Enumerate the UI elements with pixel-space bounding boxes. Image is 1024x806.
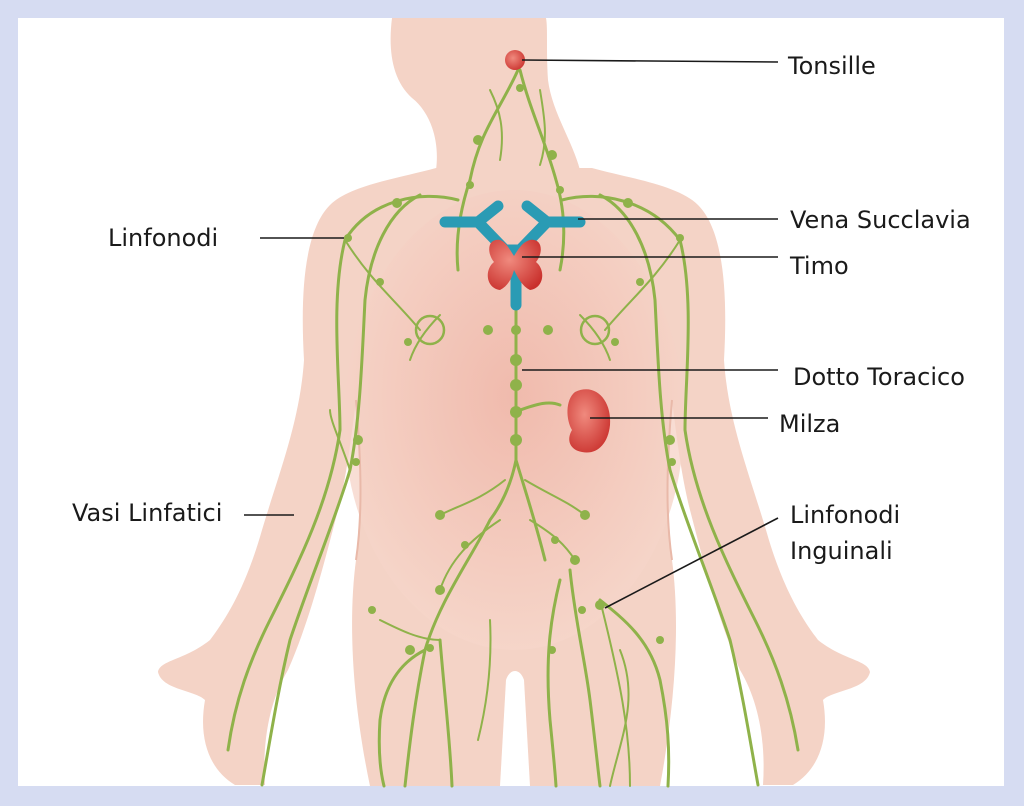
label-timo: Timo xyxy=(789,252,849,280)
label-vena-succlavia: Vena Succlavia xyxy=(790,206,971,234)
label-linfonodi-inguinali-line2: Inguinali xyxy=(790,537,893,565)
lymph-nodes xyxy=(344,84,684,655)
label-linfonodi: Linfonodi xyxy=(108,224,218,252)
thymus xyxy=(487,239,543,290)
label-milza: Milza xyxy=(779,410,840,438)
label-linfonodi-inguinali-line1: Linfonodi xyxy=(790,501,900,529)
spleen xyxy=(567,389,611,453)
tonsils xyxy=(505,50,525,70)
label-tonsille: Tonsille xyxy=(787,52,876,80)
lymphatic-vessels xyxy=(226,68,800,788)
leader-lines xyxy=(244,59,779,609)
label-dotto-toracico: Dotto Toracico xyxy=(793,363,965,391)
body-silhouette xyxy=(158,18,870,786)
label-vasi-linfatici: Vasi Linfatici xyxy=(72,499,222,527)
